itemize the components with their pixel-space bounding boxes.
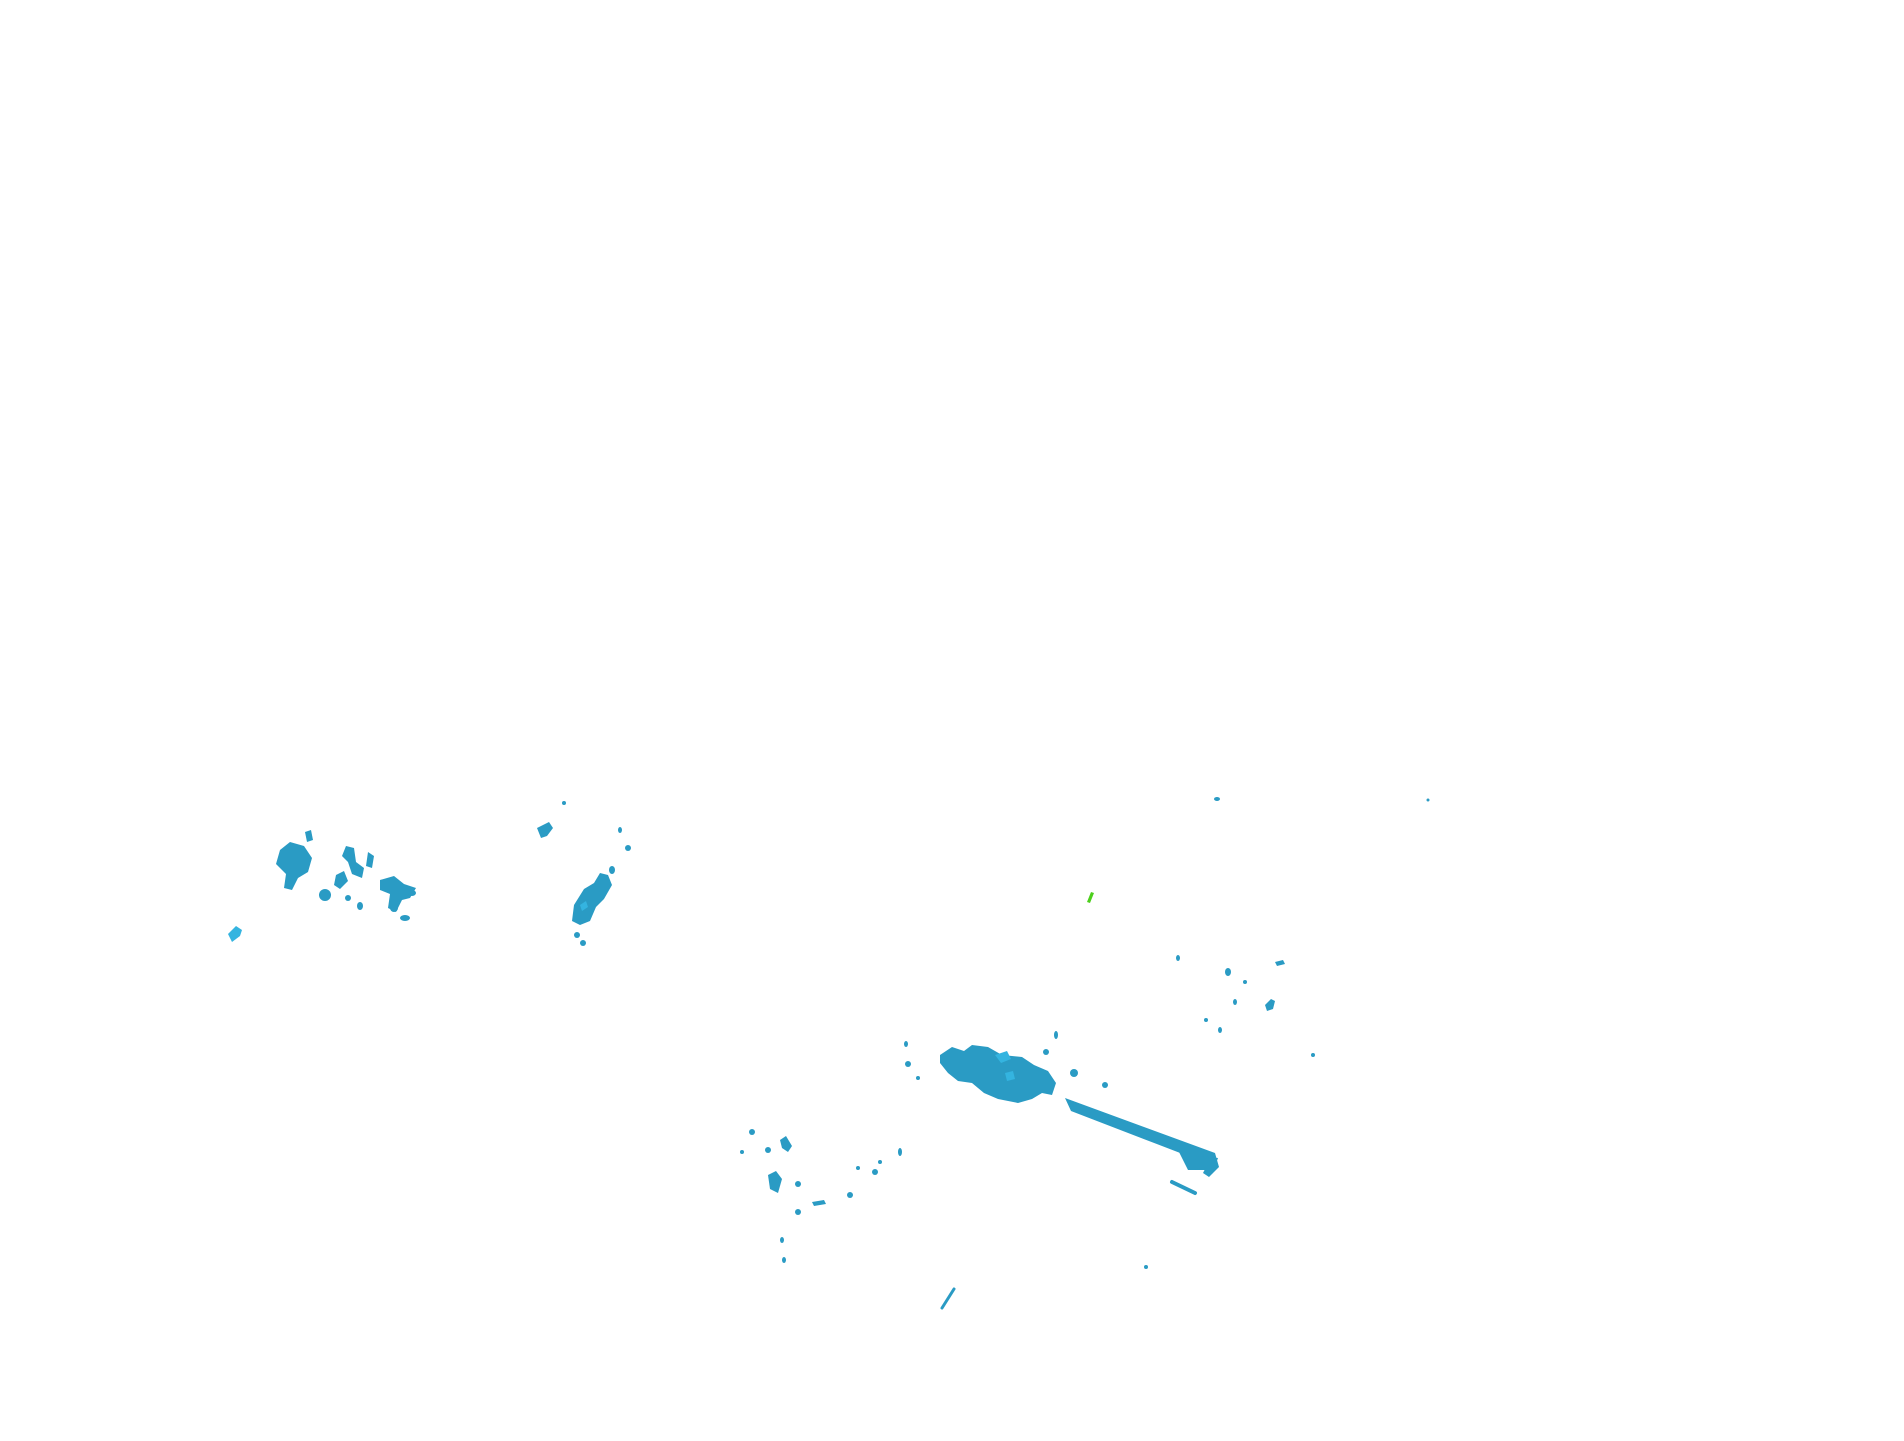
small-cube — [228, 926, 242, 942]
lower-cluster — [740, 1129, 956, 1310]
green-marker — [1087, 892, 1094, 903]
left-cluster — [276, 830, 416, 921]
middle-cluster — [537, 801, 631, 946]
right-scatter — [1176, 797, 1430, 1057]
main-structure — [904, 1031, 1219, 1269]
